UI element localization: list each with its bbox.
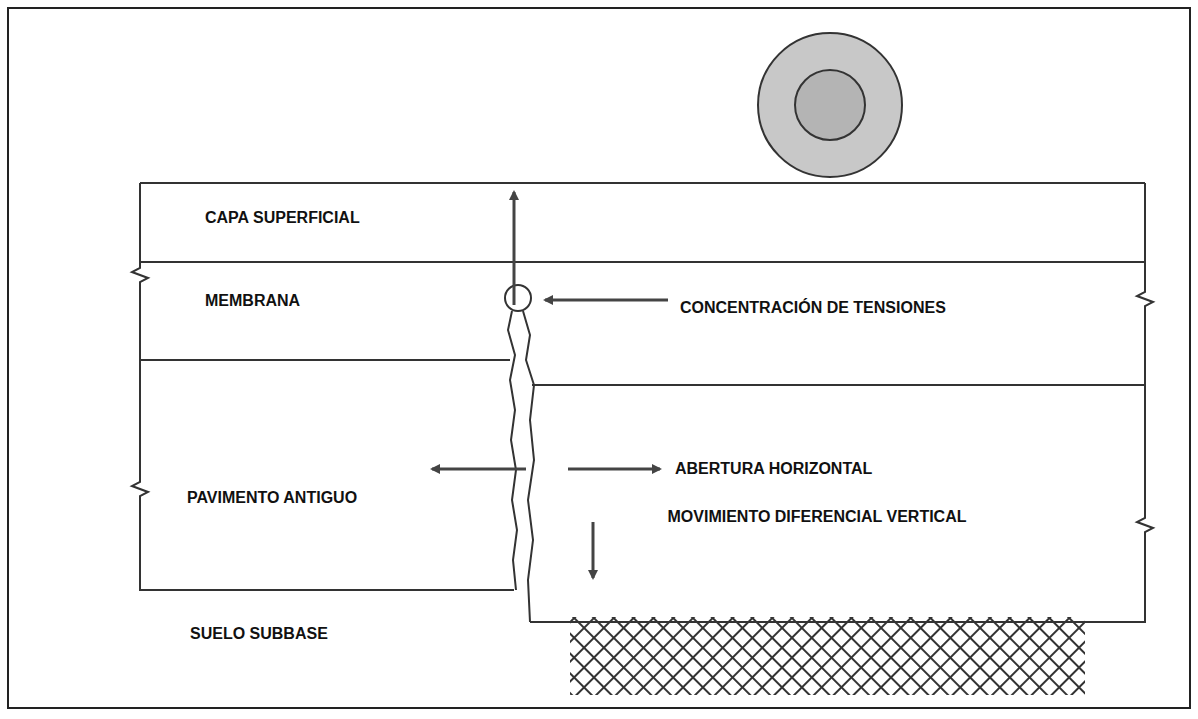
- callout-label: MOVIMIENTO DIFERENCIAL VERTICAL: [662, 503, 972, 530]
- layer-band: MEMBRANA: [142, 264, 502, 358]
- layer-outlines: [132, 183, 1153, 622]
- arrows: [432, 192, 668, 578]
- wheel-hub: [795, 70, 865, 140]
- stress-point: [505, 285, 531, 311]
- callout-label: ABERTURA HORIZONTAL: [675, 455, 872, 482]
- layer-name: MEMBRANA: [205, 290, 300, 312]
- layer-name: CAPA SUPERFICIAL: [205, 207, 360, 229]
- wheel: [758, 33, 902, 177]
- layer-band: CAPA SUPERFICIAL: [142, 185, 502, 260]
- frame: [8, 8, 1190, 708]
- ground-hatch: [570, 617, 1085, 695]
- layer-name: PAVIMENTO ANTIGUO: [187, 487, 357, 509]
- callout-label: CONCENTRACIÓN DE TENSIONES: [680, 294, 946, 321]
- callout-label: SUELO SUBBASE: [190, 620, 328, 647]
- layer-band: PAVIMENTO ANTIGUO: [142, 362, 504, 588]
